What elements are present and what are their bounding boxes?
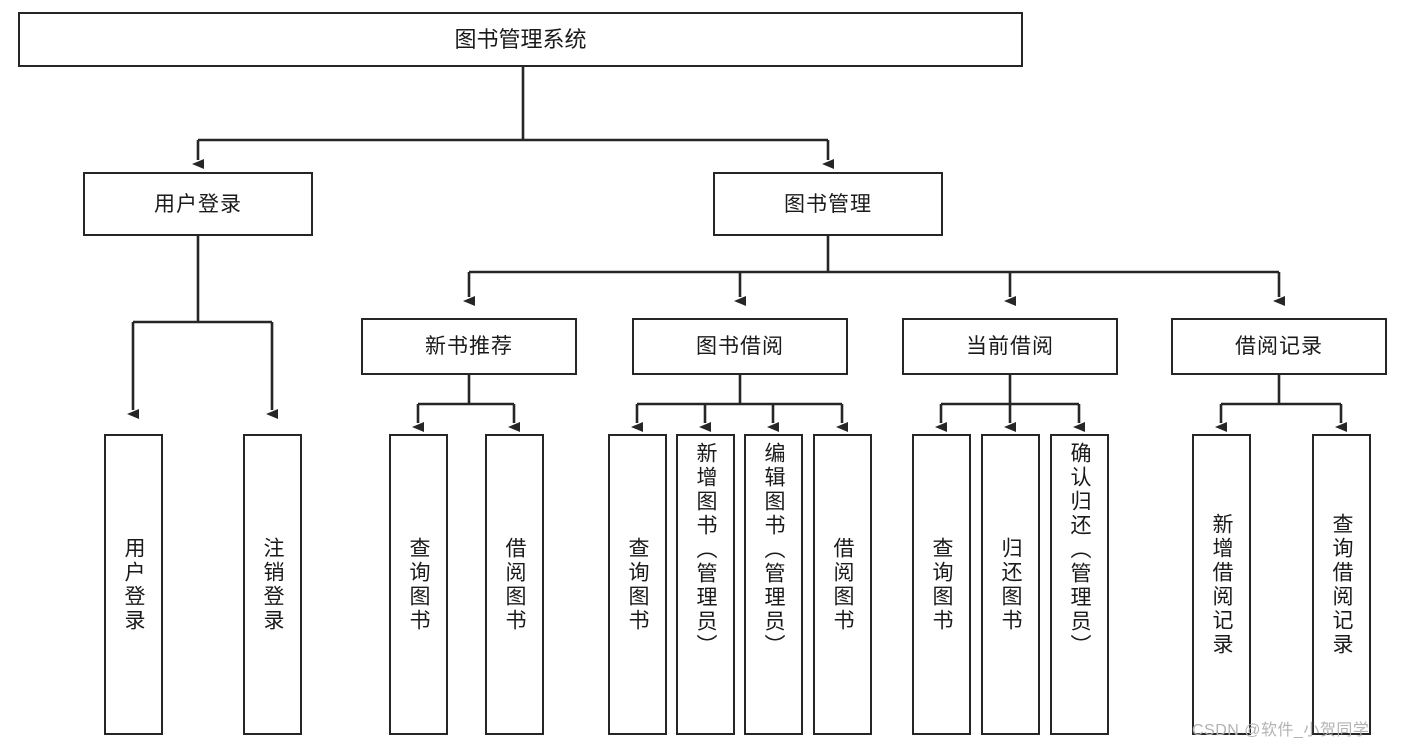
- leaf-label: 新增借阅记录: [1210, 512, 1233, 657]
- leaf-label: 查询图书: [407, 536, 430, 633]
- node-leaf-user-login-login[interactable]: 用户登录: [104, 434, 163, 735]
- leaf-label: 借阅图书: [503, 536, 526, 633]
- node-leaf-borrow-record-query[interactable]: 查询借阅记录: [1312, 434, 1371, 735]
- leaf-label: 注销登录: [261, 536, 284, 633]
- node-leaf-current-borrow-return[interactable]: 归还图书: [981, 434, 1040, 735]
- leaf-label: 查询图书: [626, 536, 649, 633]
- node-leaf-current-borrow-confirm-return-admin[interactable]: 确认归还（管理员）: [1050, 434, 1109, 735]
- node-user-login[interactable]: 用户登录: [83, 172, 313, 236]
- node-leaf-new-book-borrow[interactable]: 借阅图书: [485, 434, 544, 735]
- node-leaf-borrow-book-query[interactable]: 查询图书: [608, 434, 667, 735]
- node-label: 新书推荐: [425, 335, 513, 358]
- node-leaf-borrow-book-add-admin[interactable]: 新增图书（管理员）: [676, 434, 735, 735]
- leaf-label: 查询借阅记录: [1330, 512, 1353, 657]
- node-leaf-borrow-book-edit-admin[interactable]: 编辑图书（管理员）: [744, 434, 803, 735]
- csdn-watermark: CSDN @软件_小贺同学: [1192, 722, 1370, 739]
- node-book-management[interactable]: 图书管理: [713, 172, 943, 236]
- leaf-label: 归还图书: [999, 536, 1022, 633]
- leaf-label: 借阅图书: [831, 536, 854, 633]
- node-label: 图书借阅: [696, 335, 784, 358]
- node-book-borrow[interactable]: 图书借阅: [632, 318, 848, 375]
- leaf-label: 新增图书（管理员）: [694, 442, 717, 658]
- node-leaf-user-login-logout[interactable]: 注销登录: [243, 434, 302, 735]
- node-leaf-borrow-record-add[interactable]: 新增借阅记录: [1192, 434, 1251, 735]
- node-leaf-new-book-query[interactable]: 查询图书: [389, 434, 448, 735]
- node-leaf-borrow-book-borrow[interactable]: 借阅图书: [813, 434, 872, 735]
- leaf-label: 确认归还（管理员）: [1068, 442, 1091, 658]
- node-label: 用户登录: [154, 192, 242, 216]
- node-root-book-management-system[interactable]: 图书管理系统: [18, 12, 1023, 67]
- node-new-book-recommend[interactable]: 新书推荐: [361, 318, 577, 375]
- leaf-label: 用户登录: [122, 536, 145, 633]
- node-label: 图书管理: [784, 192, 872, 216]
- leaf-label: 编辑图书（管理员）: [762, 442, 785, 658]
- node-current-borrow[interactable]: 当前借阅: [902, 318, 1118, 375]
- node-label: 当前借阅: [966, 335, 1054, 358]
- node-label: 借阅记录: [1235, 335, 1323, 358]
- node-label: 图书管理系统: [454, 26, 587, 52]
- node-leaf-current-borrow-query[interactable]: 查询图书: [912, 434, 971, 735]
- leaf-label: 查询图书: [930, 536, 953, 633]
- node-borrow-record[interactable]: 借阅记录: [1171, 318, 1387, 375]
